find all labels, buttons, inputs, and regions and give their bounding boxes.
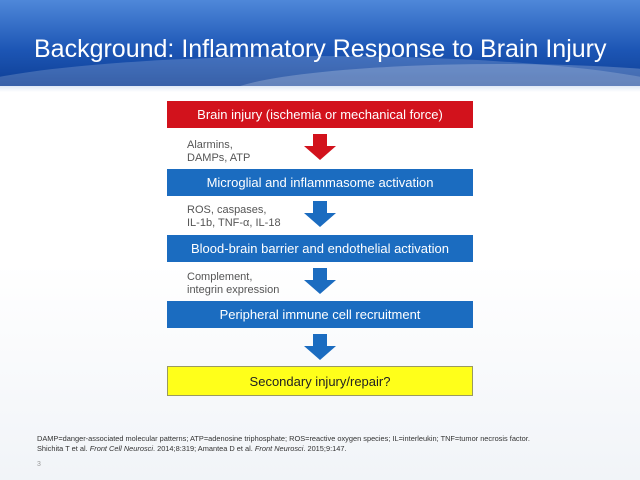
edge-label-alarmins: Alarmins, DAMPs, ATP: [187, 139, 250, 165]
flow-arrow-3: [304, 268, 336, 294]
ref2-authors: Amantea D et al.: [197, 444, 255, 453]
flow-arrow-4-shape: [304, 334, 336, 360]
ref1-journal: Front Cell Neurosci: [89, 444, 153, 453]
flow-arrow-2-shape: [304, 201, 336, 227]
flow-node-bbb-activation: Blood-brain barrier and endothelial acti…: [167, 235, 473, 262]
edge-label-alarmins-line2: DAMPs, ATP: [187, 152, 251, 164]
flow-node-immune-recruitment: Peripheral immune cell recruitment: [167, 301, 473, 328]
ref1-details: . 2014;8:319;: [152, 444, 198, 453]
ref2-journal: Front Neurosci: [254, 444, 304, 453]
flow-arrow-1: [304, 134, 336, 160]
edge-label-alarmins-line1: Alarmins,: [187, 139, 233, 151]
flow-arrow-2: [304, 201, 336, 227]
flow-node-microglial-activation: Microglial and inflammasome activation: [167, 169, 473, 196]
footnote-abbreviations: DAMP=danger-associated molecular pattern…: [37, 434, 530, 443]
flow-arrow-1-shape: [304, 134, 336, 160]
flow-arrow-4: [304, 334, 336, 360]
footnote: DAMP=danger-associated molecular pattern…: [37, 434, 530, 454]
flow-node-secondary-injury: Secondary injury/repair?: [167, 366, 473, 396]
edge-label-ros-line1: ROS, caspases,: [187, 204, 267, 216]
banner-bottom-edge: [0, 86, 640, 92]
slide-title: Background: Inflammatory Response to Bra…: [34, 35, 607, 63]
flow-arrow-3-shape: [304, 268, 336, 294]
flow-node-brain-injury: Brain injury (ischemia or mechanical for…: [167, 101, 473, 128]
edge-label-complement: Complement, integrin expression: [187, 271, 279, 297]
ref2-details: . 2015;9:147.: [303, 444, 347, 453]
edge-label-complement-line1: Complement,: [187, 271, 253, 283]
edge-label-complement-line2: integrin expression: [187, 284, 280, 296]
ref1-authors: Shichita T et al.: [37, 444, 90, 453]
edge-label-ros: ROS, caspases, IL-1b, TNF-α, IL-18: [187, 204, 281, 230]
title-banner: [0, 0, 640, 90]
footnote-references: Shichita T et al. Front Cell Neurosci. 2…: [37, 444, 530, 454]
edge-label-ros-line2: IL-1b, TNF-α, IL-18: [187, 217, 281, 229]
page-number: 3: [37, 461, 41, 468]
